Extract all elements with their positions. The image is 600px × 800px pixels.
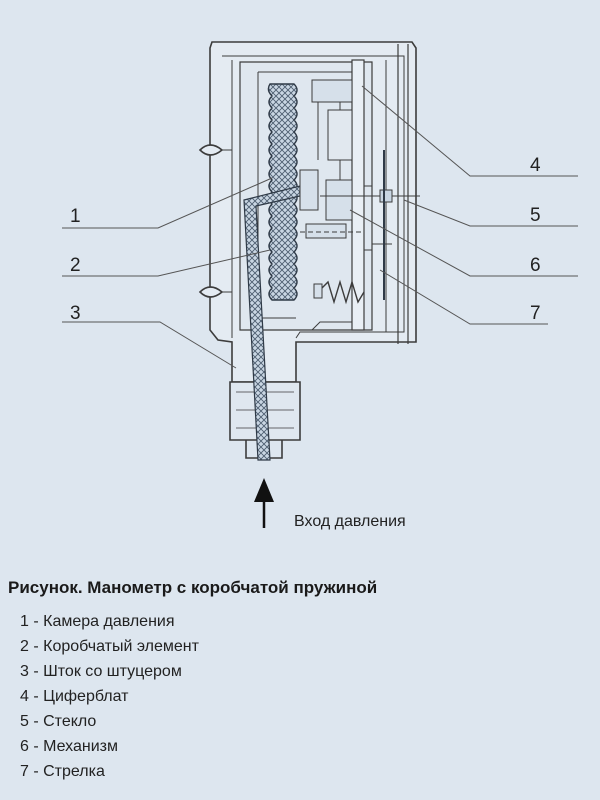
pressure-inlet-arrow [254, 478, 274, 528]
callout-4: 4 [530, 155, 541, 176]
callout-6: 6 [530, 255, 541, 276]
legend-list: 1 - Камера давления 2 - Коробчатый элеме… [20, 609, 199, 784]
callout-7: 7 [530, 303, 541, 324]
leader-lines [62, 85, 578, 369]
legend-item: 1 - Камера давления [20, 613, 175, 630]
legend-item: 3 - Шток со штуцером [20, 663, 182, 680]
manometer-diagram: 1 2 3 4 5 6 7 Вход давления [62, 41, 578, 530]
pressure-inlet-label: Вход давления [294, 513, 406, 530]
legend-item: 4 - Циферблат [20, 688, 129, 705]
figure-caption: Рисунок. Манометр с коробчатой пружиной [8, 578, 378, 597]
callout-3: 3 [70, 303, 81, 324]
legend-item: 6 - Механизм [20, 738, 118, 755]
callout-1: 1 [70, 206, 81, 227]
legend-item: 5 - Стекло [20, 713, 97, 730]
legend-item: 2 - Коробчатый элемент [20, 638, 199, 655]
movement-mechanism [299, 79, 420, 305]
legend-item: 7 - Стрелка [20, 763, 105, 780]
callout-2: 2 [70, 255, 81, 276]
callout-5: 5 [530, 205, 541, 226]
